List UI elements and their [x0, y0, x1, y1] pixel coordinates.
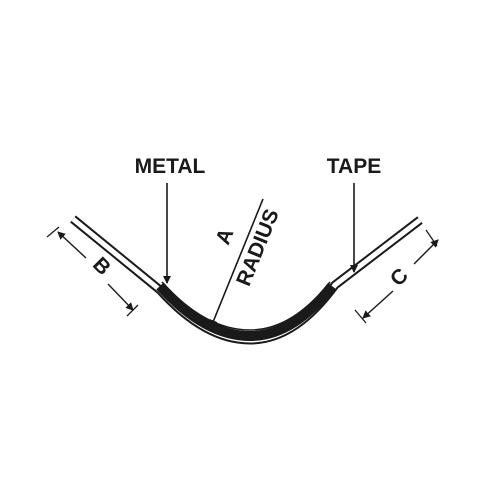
tape-layer-edge-inner: [161, 281, 331, 331]
dimension-c-arrow-upper: [413, 239, 439, 265]
metal-label: METAL: [135, 155, 206, 178]
dimension-a-label: A: [211, 225, 238, 248]
tape-layer: [156, 282, 336, 342]
radius-label: RADIUS: [232, 206, 283, 289]
dimension-b-extension-bottom: [126, 304, 139, 317]
dimension-b-arrow-upper: [57, 231, 87, 259]
dimension-c-label: C: [386, 264, 413, 291]
tape-label: TAPE: [327, 155, 381, 178]
radius-leader-arrow: [209, 198, 264, 328]
dimension-c-extension-bottom: [354, 309, 367, 324]
dimension-b-extension-top: [46, 226, 60, 238]
dimension-c-arrow-lower: [362, 290, 394, 319]
dimension-b-arrow-lower: [107, 283, 134, 311]
dimension-b-label: B: [88, 253, 115, 280]
